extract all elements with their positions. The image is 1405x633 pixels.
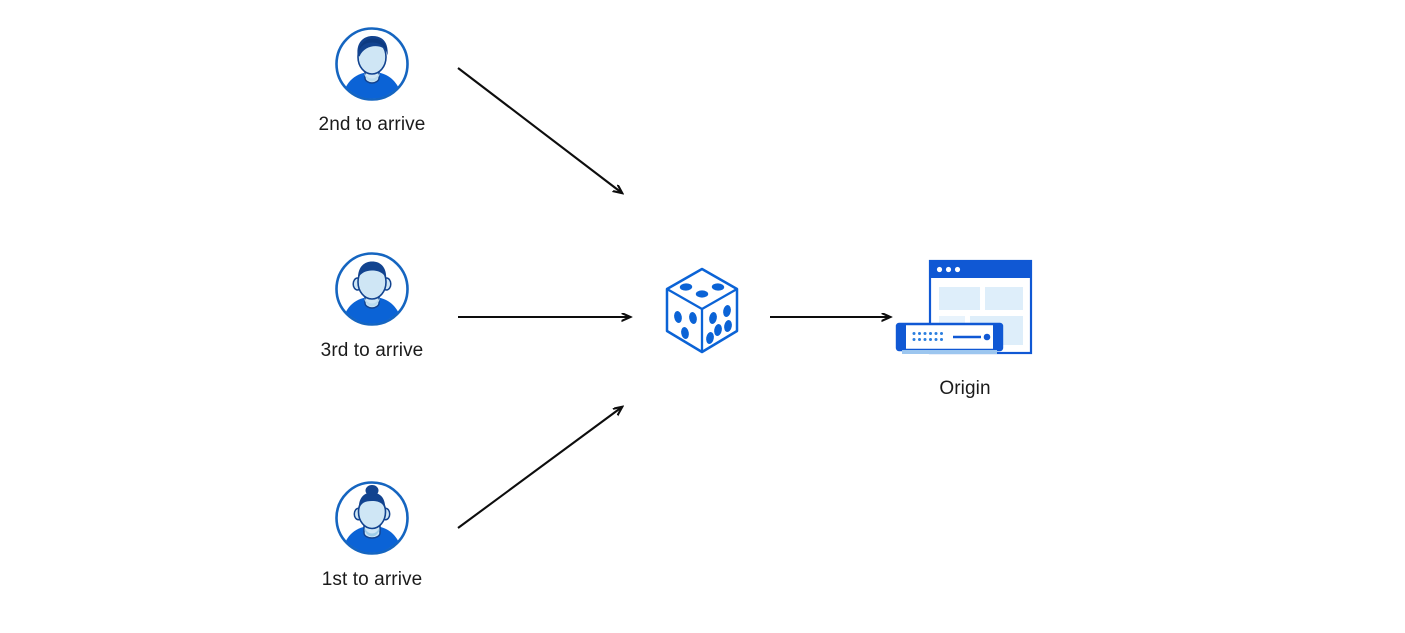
client-label-third: 3rd to arrive xyxy=(320,340,424,361)
client-label-first: 1st to arrive xyxy=(321,569,423,590)
arrow-first-to-balancer xyxy=(457,407,622,529)
origin-server-icon[interactable] xyxy=(893,258,1037,360)
server-device xyxy=(895,322,1004,354)
user-avatar-icon-second[interactable] xyxy=(334,26,410,102)
user-avatar-icon-first[interactable] xyxy=(334,480,410,556)
client-label-second: 2nd to arrive xyxy=(318,114,426,135)
user-avatar-icon-third[interactable] xyxy=(334,251,410,327)
origin-label: Origin xyxy=(939,378,991,399)
browser-window xyxy=(928,259,1033,355)
dice-icon[interactable] xyxy=(661,265,743,357)
arrow-second-to-balancer xyxy=(457,67,622,193)
